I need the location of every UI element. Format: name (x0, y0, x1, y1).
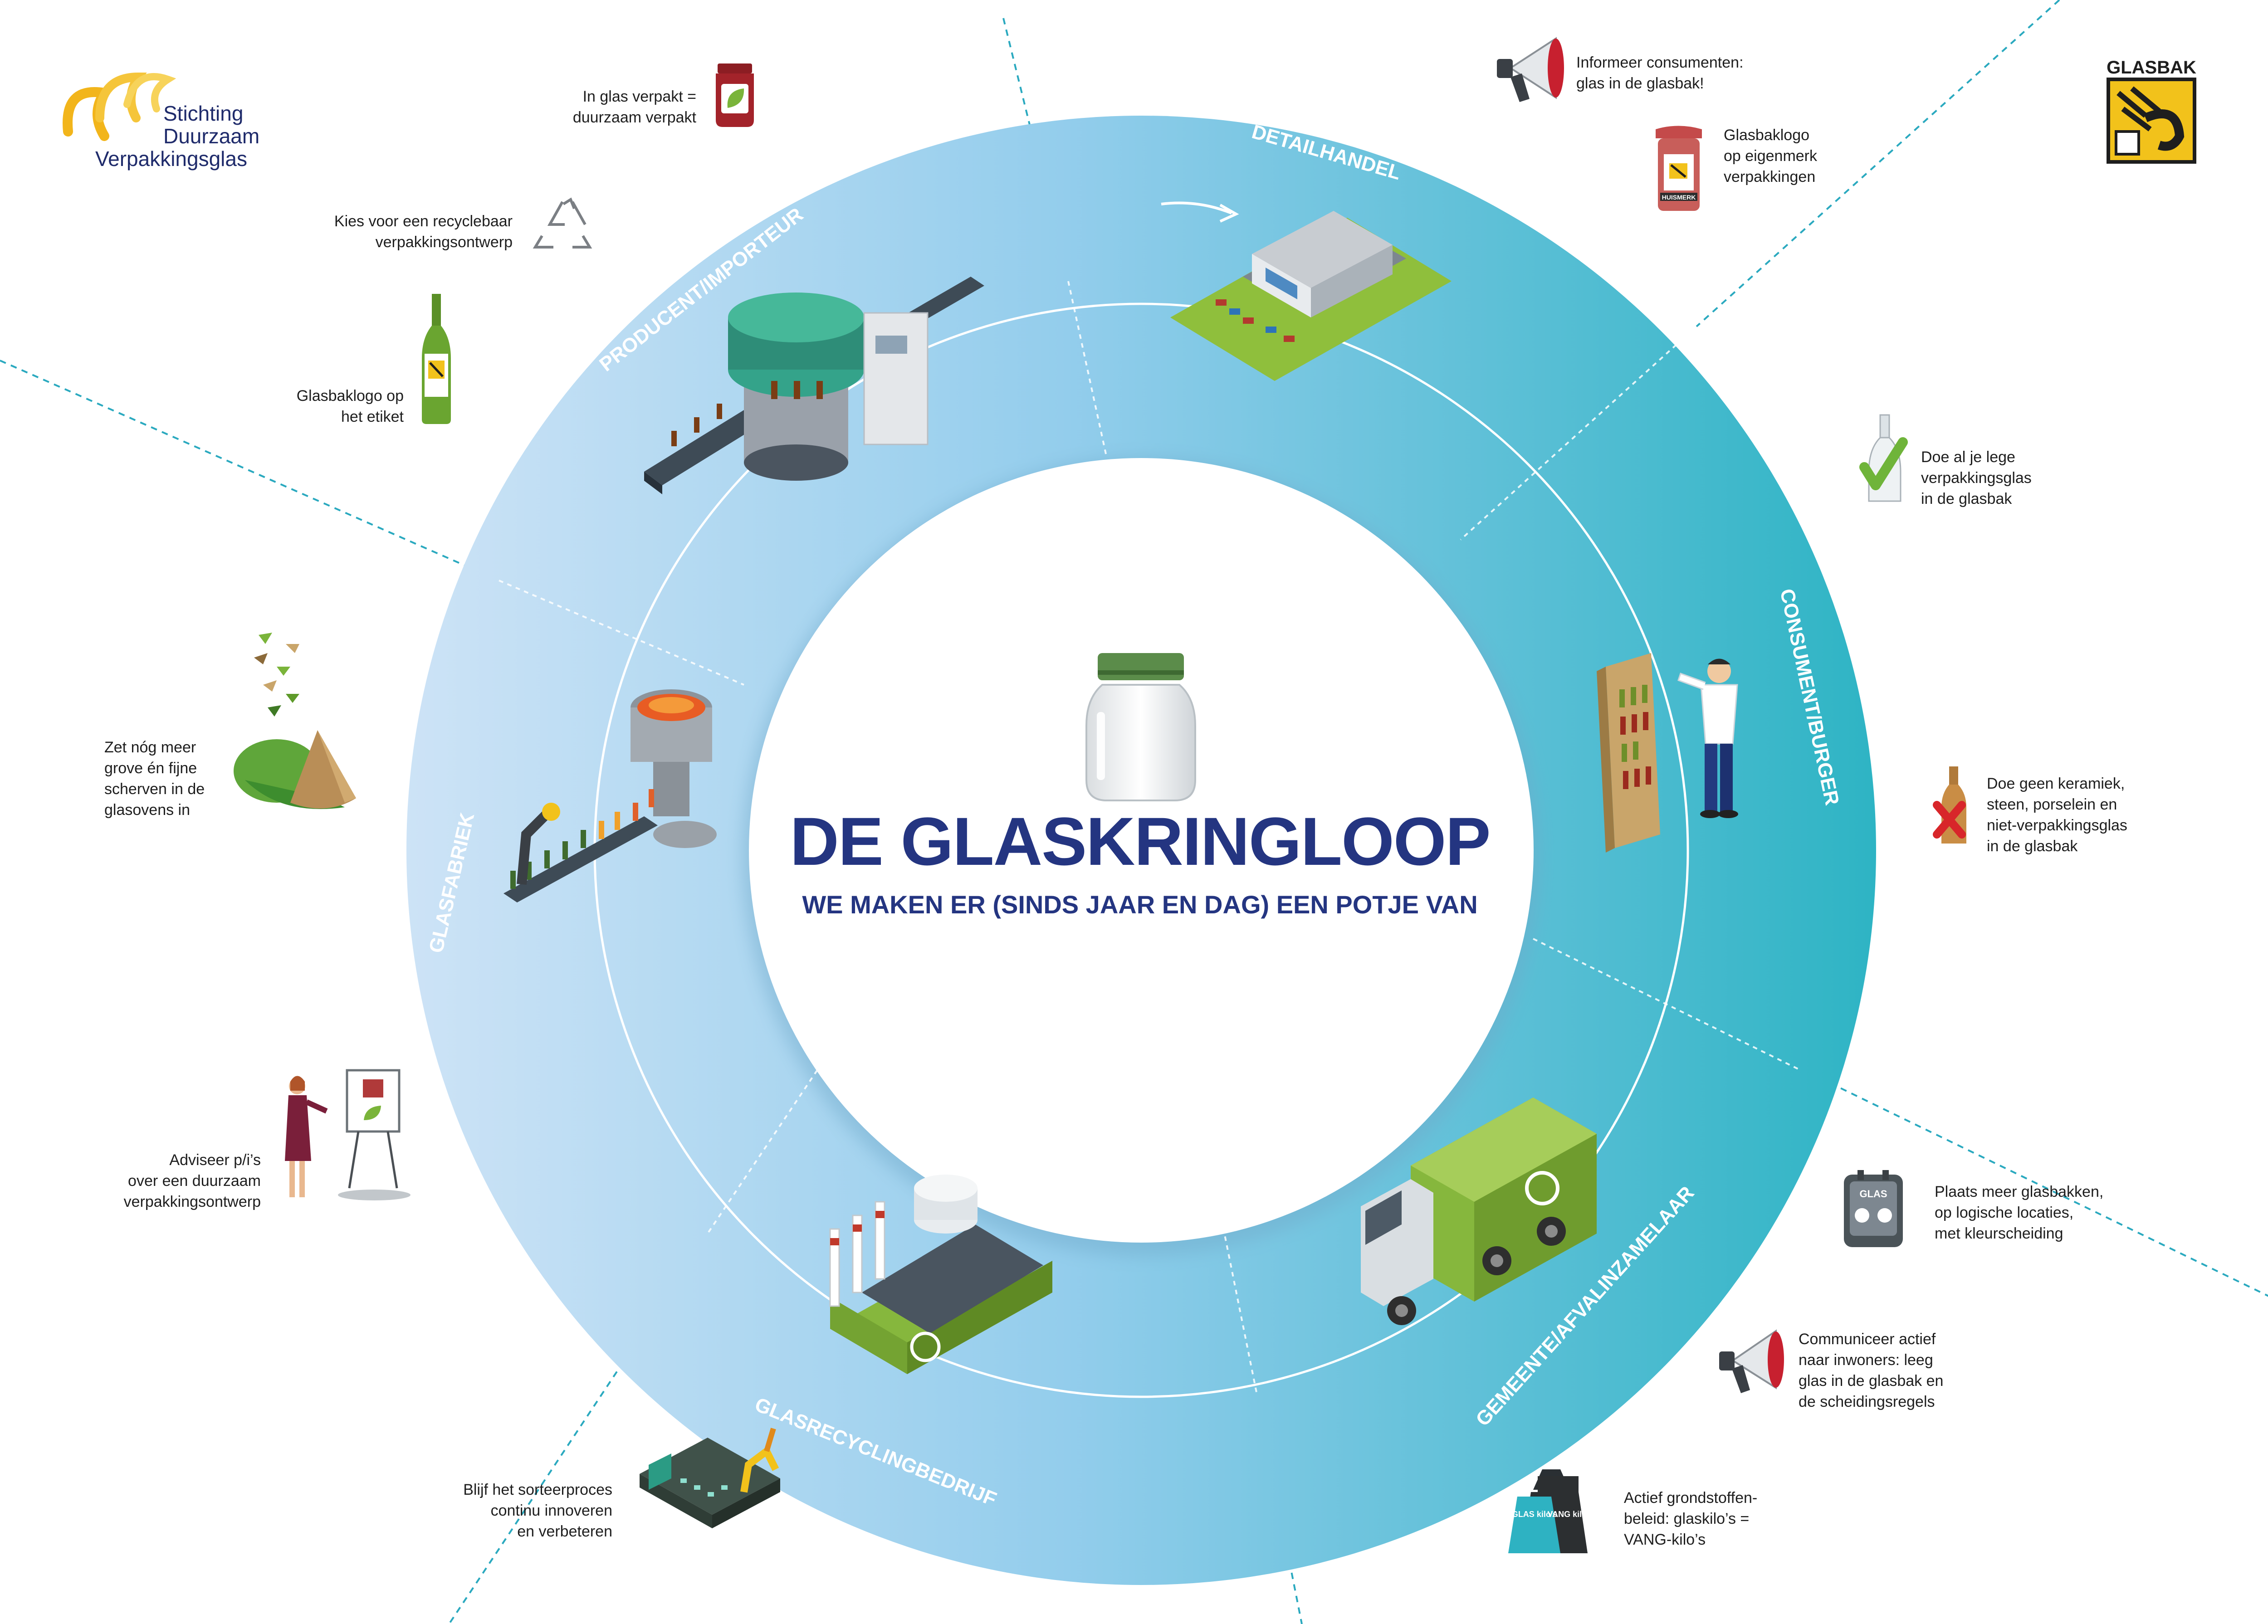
direction-arrow (1161, 201, 1232, 215)
jar-icon (1085, 653, 1196, 801)
note-more-bins: Plaats meer glasbakken,op logische locat… (1935, 1183, 2104, 1242)
bottling-machine-icon (644, 277, 984, 494)
weight-label-vang: VANG kilo’s (1547, 1510, 1593, 1519)
sorting-machine-icon (640, 1428, 780, 1528)
consumer-person-icon (1677, 658, 1738, 818)
presenter-icon (285, 1069, 411, 1200)
weight-label-glas: GLAS kilo’s (1512, 1510, 1557, 1519)
page-subtitle: WE MAKEN ER (SINDS JAAR EN DAG) EEN POTJ… (802, 890, 1478, 919)
cross-icon (1933, 801, 1966, 839)
logo-line-1: Stichting (163, 102, 244, 125)
logo-line-3: Verpakkingsglas (95, 147, 247, 171)
logo-line-2: Duurzaam (163, 124, 260, 148)
wine-bottle-icon (422, 294, 451, 424)
weight-icon: GLAS kilo’s VANG kilo’s (1508, 1469, 1593, 1553)
megaphone-icon (1497, 37, 1564, 102)
glass-furnace-icon (503, 689, 717, 902)
jar-small-icon (716, 63, 754, 127)
svg-text:VANG kilo’s: VANG kilo’s (1547, 1510, 1593, 1519)
stichting-logo-mark (63, 72, 176, 141)
supermarket-icon (1170, 211, 1452, 381)
recycle-icon (533, 197, 592, 249)
glass-shards-icon (234, 633, 356, 809)
svg-text:HUISMERK: HUISMERK (1662, 194, 1696, 201)
inner-disc (749, 458, 1534, 1243)
direction-arrowhead (1219, 204, 1239, 223)
glass-bin-icon: GLAS (1844, 1170, 1903, 1247)
megaphone-icon-2 (1719, 1329, 1784, 1393)
ring-separators (499, 281, 1801, 1393)
note-raw-materials-policy: Actief grondstoffen-beleid: glaskilo’s =… (1624, 1489, 1758, 1548)
note-inform-consumers: Informeer consumenten:glas in de glasbak… (1576, 54, 1744, 92)
svg-text:GLAS: GLAS (1859, 1188, 1887, 1200)
housebrand-jar-icon: HUISMERK (1656, 126, 1702, 211)
svg-text:GLAS kilo’s: GLAS kilo’s (1512, 1510, 1557, 1519)
glasbak-logo-label: GLASBAK (2107, 58, 2196, 78)
page-title: DE GLASKRINGLOOP (790, 803, 1491, 879)
consumer-shelf-icon (1597, 653, 1660, 853)
note-glass-packaging: In glas verpakt =duurzaam verpakt (572, 88, 696, 126)
checkmark-icon (1859, 437, 1908, 490)
garbage-truck-icon (1361, 1097, 1597, 1325)
recycling-factory-icon (829, 1175, 1052, 1374)
glasbak-logo (2107, 78, 2196, 164)
stichting-logo-text: Stichting Duurzaam Verpakkingsglas (95, 102, 308, 170)
